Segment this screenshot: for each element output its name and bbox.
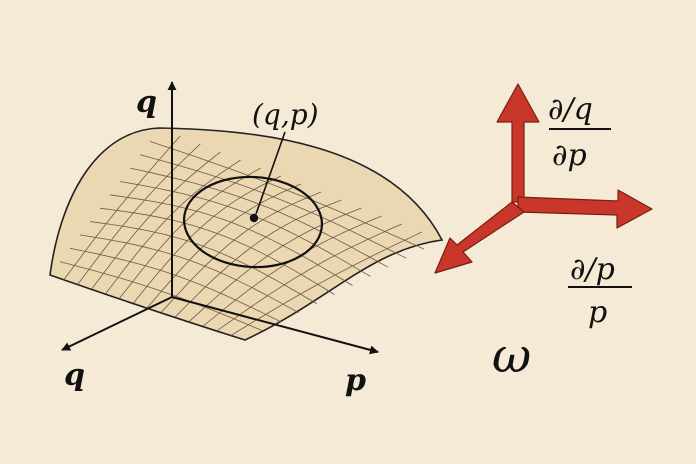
surface-grid-line	[105, 159, 241, 294]
surface-grid-line	[230, 231, 423, 336]
neighbourhood-ellipse	[182, 175, 324, 269]
surface-grid-line	[189, 207, 362, 322]
surface-grid-line	[175, 199, 342, 318]
surface-grid-line	[77, 143, 201, 285]
vector-up-arrow	[496, 83, 540, 203]
right-fraction-denominator: p	[588, 295, 607, 330]
vector-down-left-arrow	[434, 201, 525, 274]
top-fraction-numerator: ∂/q	[548, 92, 593, 127]
right-p-axis	[171, 296, 379, 355]
phase-space-surface	[49, 127, 444, 341]
top-fraction: ∂/q ∂p	[548, 92, 611, 173]
axis-label-vertical-q: q	[136, 85, 157, 120]
tangent-vectors	[434, 83, 653, 274]
surface-grid-line	[216, 223, 402, 332]
vector-right-arrow	[517, 189, 653, 229]
right-fraction-numerator: ∂/p	[570, 252, 615, 287]
surface-grid-line	[161, 191, 322, 313]
coordinate-axes	[61, 81, 379, 355]
surface-outline	[49, 127, 444, 341]
surface-grid-line	[133, 175, 282, 304]
top-fraction-denominator: ∂p	[552, 138, 587, 173]
surface-grid-line	[91, 151, 221, 290]
point-label: (q,p)	[252, 98, 319, 131]
axis-label-right-p: p	[345, 363, 366, 398]
surface-grid	[59, 135, 425, 336]
surface-grid-line	[147, 183, 302, 308]
point-leader-line	[255, 131, 286, 215]
left-q-axis	[61, 296, 173, 351]
point-marker	[249, 213, 259, 223]
right-fraction: ∂/p p	[568, 252, 632, 330]
symplectic-form-omega: ω	[492, 328, 531, 384]
surface-grid-line	[63, 135, 181, 280]
surface-grid-line	[119, 167, 261, 299]
axis-label-left-q: q	[64, 358, 85, 393]
